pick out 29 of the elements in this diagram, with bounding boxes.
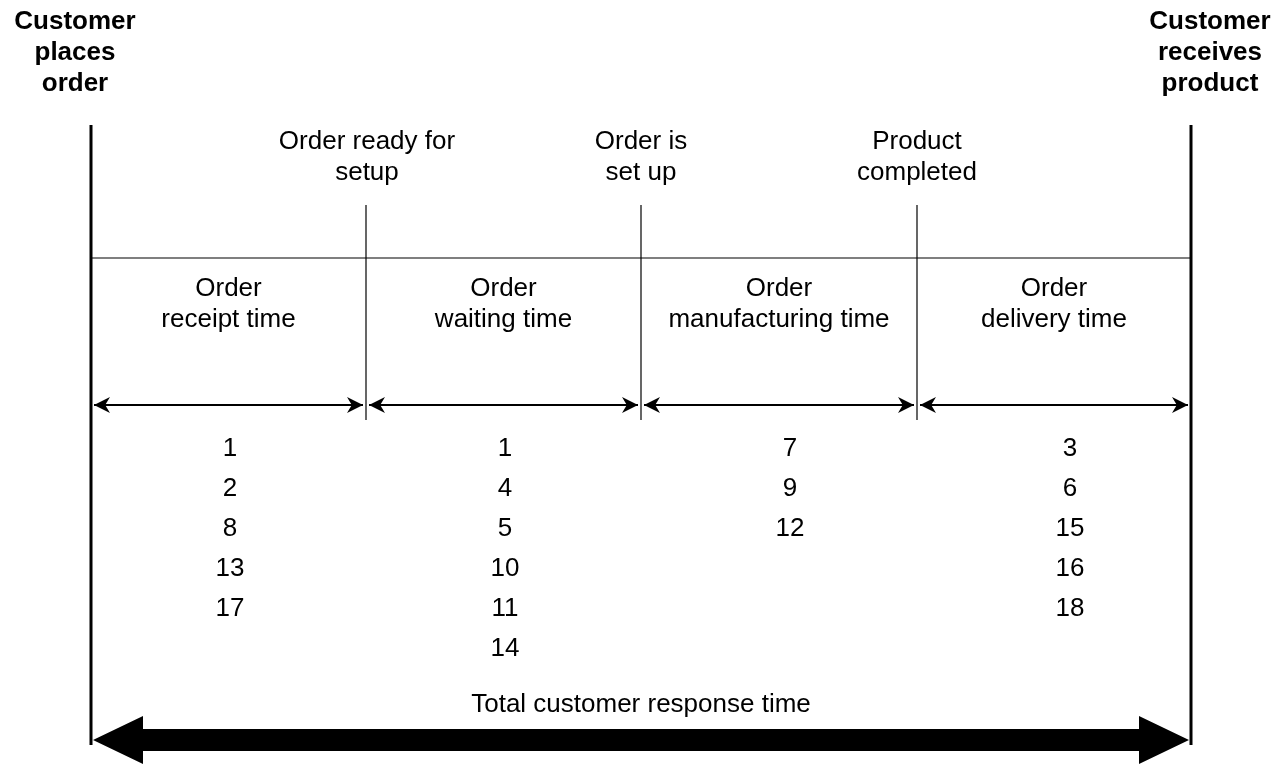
milestone-label: Order is set up [593, 125, 689, 187]
milestone-label: Customer receives product [1148, 5, 1272, 98]
phase-label: Order waiting time [433, 272, 574, 334]
order-number: 14 [489, 632, 521, 663]
phase-label: Order receipt time [160, 272, 297, 334]
phase-label: Order manufacturing time [667, 272, 891, 334]
milestone-label: Product completed [856, 125, 978, 187]
order-number: 6 [1061, 472, 1079, 503]
order-number: 17 [214, 592, 246, 623]
order-number: 8 [221, 512, 239, 543]
order-number: 2 [221, 472, 239, 503]
total-duration-label: Total customer response time [470, 688, 812, 719]
order-number: 12 [774, 512, 806, 543]
order-number: 13 [214, 552, 246, 583]
order-number: 5 [496, 512, 514, 543]
order-number: 3 [1061, 432, 1079, 463]
order-number: 15 [1054, 512, 1086, 543]
order-number: 9 [781, 472, 799, 503]
order-number: 1 [496, 432, 514, 463]
order-number: 16 [1054, 552, 1086, 583]
order-number: 18 [1054, 592, 1086, 623]
order-number: 1 [221, 432, 239, 463]
milestone-label: Customer places order [13, 5, 137, 98]
order-number: 11 [490, 592, 520, 623]
phase-label: Order delivery time [980, 272, 1128, 334]
milestone-label: Order ready for setup [277, 125, 457, 187]
order-number: 4 [496, 472, 514, 503]
order-number: 7 [781, 432, 799, 463]
order-number: 10 [489, 552, 521, 583]
